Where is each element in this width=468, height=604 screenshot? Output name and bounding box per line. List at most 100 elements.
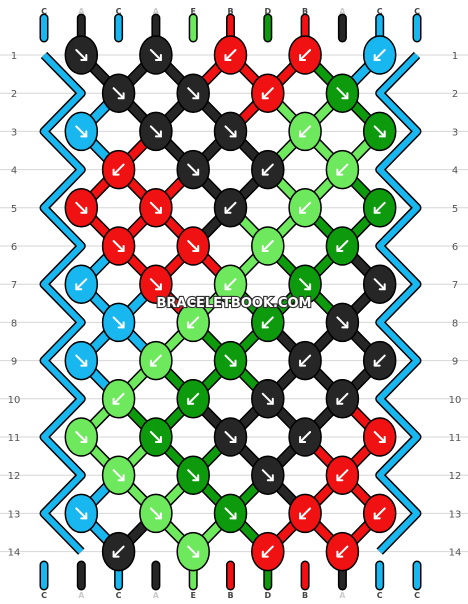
knot (139, 111, 173, 152)
knot (176, 455, 210, 495)
knot-arrow-head (187, 321, 195, 329)
knot (176, 73, 210, 113)
row-number-right: 1 (452, 51, 458, 62)
knot (362, 264, 397, 304)
knot (362, 35, 397, 75)
knot-arrow-head (80, 206, 88, 214)
knot (101, 455, 136, 495)
row-number-right: 13 (449, 509, 462, 520)
knot-arrow-icon (112, 87, 125, 100)
knot-arrow-head (80, 130, 88, 138)
knot-arrow-icon (75, 507, 88, 520)
knot (251, 455, 285, 495)
knot-arrow-head (299, 436, 307, 443)
knot-arrow-icon (149, 431, 162, 443)
knot (139, 493, 173, 534)
knot-arrow-head (192, 245, 200, 252)
row-number-left: 14 (8, 548, 21, 559)
knot-arrow-icon (261, 240, 274, 252)
knot (176, 302, 210, 343)
knot-arrow-icon (149, 507, 162, 520)
knot-arrow-head (373, 512, 381, 520)
row-number-right: 4 (452, 166, 458, 177)
row-number-left: 7 (11, 280, 17, 291)
knot-arrow-icon (373, 49, 386, 61)
knot-arrow-icon (187, 163, 200, 176)
knot-arrow-icon (336, 545, 349, 558)
knot (101, 379, 136, 419)
knot-arrow-icon (261, 392, 274, 405)
row-number-left: 10 (8, 395, 21, 406)
knot (64, 35, 99, 75)
knot (362, 111, 397, 152)
knot (251, 302, 285, 343)
knot-arrow-icon (373, 354, 386, 367)
knot (101, 302, 136, 343)
knot-arrow-head (341, 92, 349, 100)
knot-arrow-icon (224, 507, 237, 520)
knot-arrow-icon (373, 201, 386, 214)
knot-arrow-head (192, 92, 200, 100)
row-number-left: 2 (11, 89, 17, 100)
knot (288, 188, 322, 228)
knot (213, 493, 248, 534)
knot (139, 188, 173, 228)
knot (176, 226, 210, 266)
knot-arrow-head (80, 512, 88, 520)
knot (139, 340, 173, 381)
knot-arrow-icon (112, 545, 125, 558)
row-number-left: 5 (11, 204, 17, 215)
knot (139, 264, 173, 304)
top-thread-label: B (302, 7, 308, 16)
knot-arrow-icon (187, 316, 200, 329)
knot-arrow-head (154, 283, 162, 291)
knot-arrow-head (154, 436, 162, 443)
knot (325, 73, 360, 113)
knot (176, 149, 210, 190)
knot-arrow-icon (373, 507, 386, 520)
knot-arrow-icon (149, 278, 162, 291)
row-number-left: 6 (11, 242, 17, 253)
knot-arrow-head (117, 321, 125, 329)
knot-arrow-head (229, 359, 237, 367)
knot (251, 226, 285, 266)
knot-arrow-icon (112, 240, 125, 252)
bottom-thread-label: D (264, 591, 271, 600)
row-number-right: 14 (449, 548, 462, 559)
bottom-thread-label: B (227, 591, 233, 600)
knot-arrow-head (229, 130, 237, 138)
knot-arrow-icon (299, 431, 312, 443)
knot-arrow-icon (75, 49, 88, 61)
knot-arrow-head (229, 512, 237, 520)
knot-arrow-icon (75, 354, 88, 367)
row-number-right: 2 (452, 89, 458, 100)
knot (101, 149, 136, 190)
knot (325, 531, 360, 572)
top-thread-label: C (116, 7, 122, 16)
bottom-thread-label: B (302, 591, 308, 600)
knot-arrow-head (149, 359, 157, 367)
knot-arrow-head (80, 54, 88, 61)
row-number-right: 8 (452, 318, 458, 329)
knot-arrow-head (336, 168, 344, 176)
knot-arrow-head (154, 206, 162, 214)
knot-arrow-head (112, 397, 120, 405)
knot (288, 35, 322, 75)
row-number-right: 10 (449, 395, 462, 406)
knot (251, 379, 285, 419)
knot-arrow-head (187, 397, 195, 405)
knot-arrow-head (373, 359, 381, 367)
knot (139, 417, 173, 457)
left-edge-thread (41, 52, 85, 554)
knot-arrow-head (299, 512, 307, 520)
knot-arrow-icon (149, 125, 162, 138)
knot (362, 417, 397, 457)
knot-arrow-icon (336, 240, 349, 252)
row-number-right: 5 (452, 204, 458, 215)
knot (64, 188, 99, 228)
knot-arrow-icon (373, 431, 386, 443)
watermark-logo: BRACELETBOOK.COM (157, 296, 312, 311)
knot-arrow-icon (187, 469, 200, 482)
knot (213, 340, 248, 381)
knot-arrow-head (117, 245, 125, 252)
